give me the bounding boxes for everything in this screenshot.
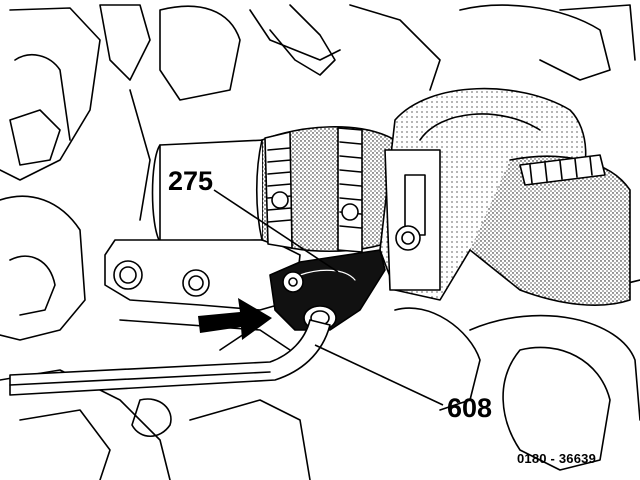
reference-code: 0180 - 36639: [517, 451, 597, 466]
leader-line-608: [314, 344, 444, 406]
hose-275: [255, 126, 396, 253]
mounting-bracket: [104, 239, 301, 351]
pointer-arrow-icon: [198, 298, 272, 340]
leader-lines: [213, 189, 444, 406]
elbow-housing: [379, 87, 631, 306]
callout-label-275: 275: [168, 166, 214, 196]
pipe-608: [9, 319, 331, 396]
leader-line-275: [213, 189, 339, 273]
callout-label-608: 608: [447, 393, 493, 423]
